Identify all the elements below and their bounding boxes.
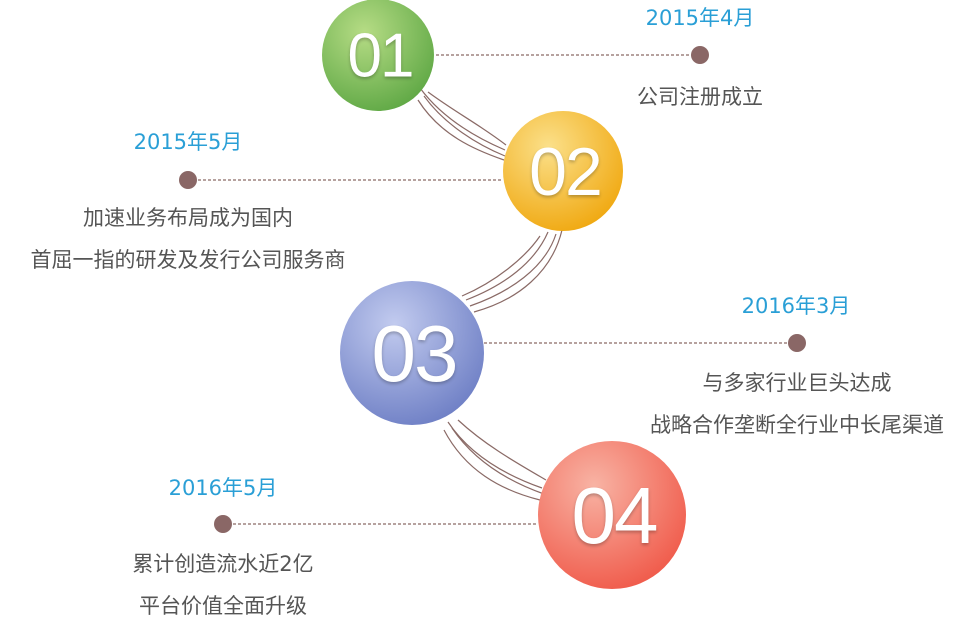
desc-line: 累计创造流水近2亿 <box>132 552 314 576</box>
desc-line: 与多家行业巨头达成 <box>702 371 892 395</box>
desc-line: 首屈一指的研发及发行公司服务商 <box>30 248 346 272</box>
milestone-date-02: 2015年5月 <box>133 130 243 154</box>
milestone-number-04: 04 <box>571 471 659 560</box>
circle-01 <box>322 0 434 111</box>
milestone-number-01: 01 <box>347 21 415 91</box>
desc-line: 平台价值全面升级 <box>139 594 307 618</box>
milestone-desc-03: 与多家行业巨头达成 战略合作垄断全行业中长尾渠道 <box>650 362 944 446</box>
circle-04 <box>538 441 686 589</box>
desc-line: 战略合作垄断全行业中长尾渠道 <box>650 413 944 437</box>
circle-03 <box>340 281 484 425</box>
milestone-number-03: 03 <box>371 309 459 398</box>
milestone-number-02: 02 <box>529 134 603 210</box>
desc-line: 公司注册成立 <box>637 85 763 109</box>
connector-03-04 <box>443 419 547 501</box>
dot-04 <box>214 515 232 533</box>
milestone-desc-01: 公司注册成立 <box>637 76 763 118</box>
connector-02-03 <box>461 229 563 313</box>
desc-line: 加速业务布局成为国内 <box>83 206 293 230</box>
milestone-desc-04: 累计创造流水近2亿 平台价值全面升级 <box>132 543 313 627</box>
milestone-date-03: 2016年3月 <box>741 294 851 318</box>
circle-02 <box>503 111 623 231</box>
dot-03 <box>788 334 806 352</box>
dot-02 <box>179 171 197 189</box>
milestone-date-01: 2015年4月 <box>645 6 755 30</box>
milestone-date-04: 2016年5月 <box>168 476 278 500</box>
dot-01 <box>691 46 709 64</box>
milestone-desc-02: 加速业务布局成为国内 首屈一指的研发及发行公司服务商 <box>31 197 346 281</box>
connector-01-02 <box>417 87 507 161</box>
